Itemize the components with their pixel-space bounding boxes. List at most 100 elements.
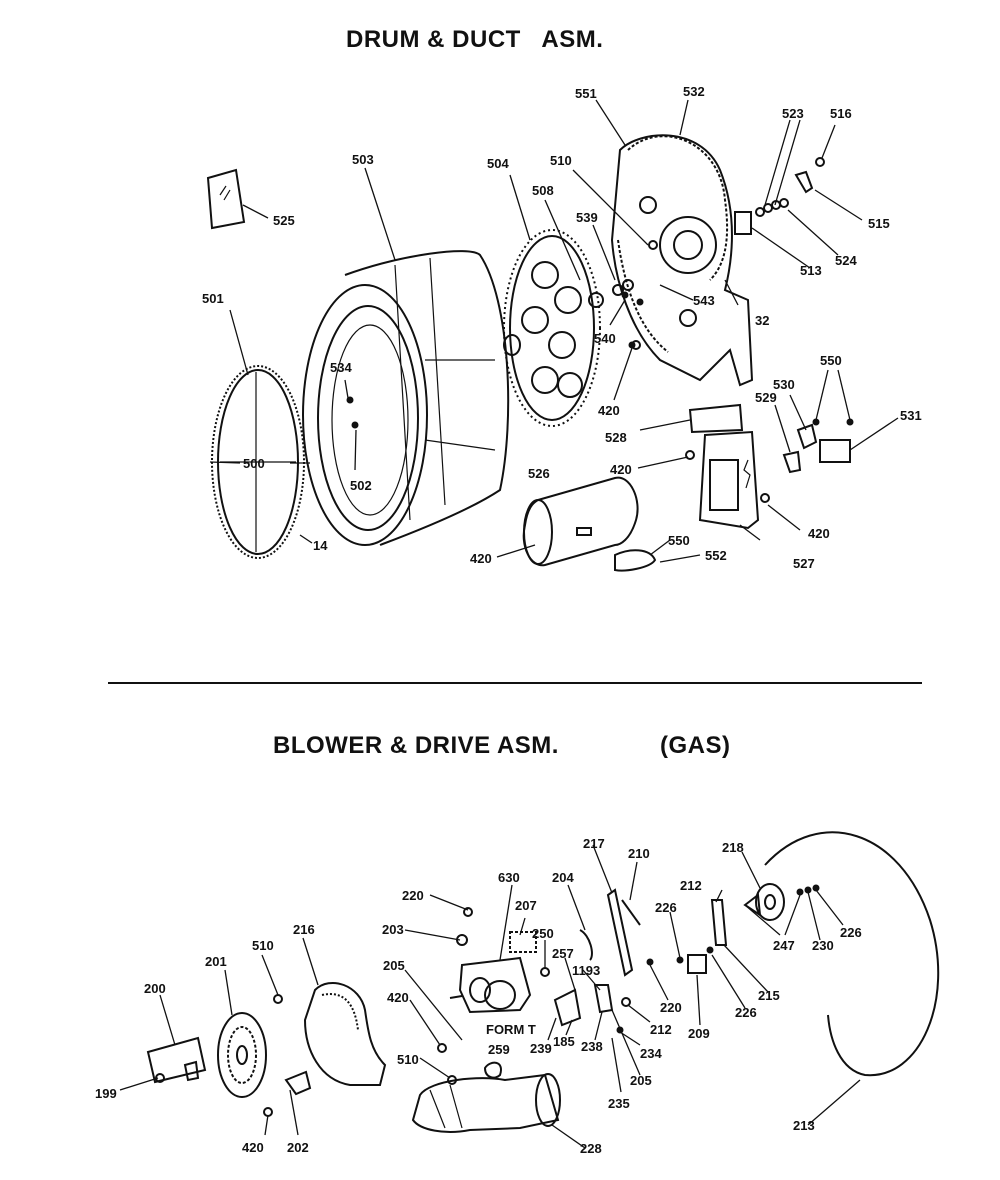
part-259 bbox=[483, 1061, 502, 1079]
label-238: 238 bbox=[581, 1039, 603, 1054]
label-501: 501 bbox=[202, 291, 224, 306]
label-420: 420 bbox=[470, 551, 492, 566]
label-228: 228 bbox=[580, 1141, 602, 1156]
label-527: 527 bbox=[793, 556, 815, 571]
part-228-duct bbox=[411, 1073, 561, 1133]
label-420: 420 bbox=[598, 403, 620, 418]
label-550: 550 bbox=[820, 353, 842, 368]
label-540: 540 bbox=[594, 331, 616, 346]
part-209 bbox=[687, 954, 707, 974]
drum-small-parts bbox=[621, 157, 854, 503]
label-526: 526 bbox=[528, 466, 550, 481]
label-226: 226 bbox=[735, 1005, 757, 1020]
label-217: 217 bbox=[583, 836, 605, 851]
label-247: 247 bbox=[773, 938, 795, 953]
label-202: 202 bbox=[287, 1140, 309, 1155]
drum-part-labels: 551 532 523 516 503 504 510 508 525 539 … bbox=[202, 84, 922, 571]
label-550: 550 bbox=[668, 533, 690, 548]
blower-small-parts bbox=[263, 884, 820, 1117]
label-207: 207 bbox=[515, 898, 537, 913]
label-534: 534 bbox=[330, 360, 352, 375]
section-title-blower-drive: BLOWER & DRIVE ASM. bbox=[273, 732, 559, 759]
part-213-belt bbox=[764, 831, 940, 1077]
label-516: 516 bbox=[830, 106, 852, 121]
part-532-front-panel bbox=[610, 134, 754, 387]
label-215: 215 bbox=[758, 988, 780, 1003]
label-14: 14 bbox=[313, 538, 328, 553]
label-630: 630 bbox=[498, 870, 520, 885]
label-199: 199 bbox=[95, 1086, 117, 1101]
label-531: 531 bbox=[900, 408, 922, 423]
part-630-motor bbox=[449, 956, 532, 1014]
label-510: 510 bbox=[397, 1052, 419, 1067]
part-527-housing bbox=[698, 430, 760, 530]
label-503: 503 bbox=[352, 152, 374, 167]
drum-duct-assembly: 551 532 523 516 503 504 510 508 525 539 … bbox=[202, 84, 922, 572]
part-210 bbox=[621, 899, 641, 926]
part-1193 bbox=[593, 984, 614, 1014]
label-420: 420 bbox=[610, 462, 632, 477]
part-528-bracket bbox=[688, 403, 744, 434]
label-420: 420 bbox=[808, 526, 830, 541]
label-204: 204 bbox=[552, 870, 574, 885]
label-239: 239 bbox=[530, 1041, 552, 1056]
label-220: 220 bbox=[402, 888, 424, 903]
part-200-bracket bbox=[146, 1036, 207, 1084]
label-500: 500 bbox=[243, 456, 265, 471]
label-504: 504 bbox=[487, 156, 509, 171]
label-532: 532 bbox=[683, 84, 705, 99]
label-523: 523 bbox=[782, 106, 804, 121]
label-525: 525 bbox=[273, 213, 295, 228]
drum-leader-lines bbox=[209, 99, 899, 563]
blower-drive-assembly: 217 210 218 630 204 212 220 207 226 216 … bbox=[95, 831, 940, 1156]
label-213: 213 bbox=[793, 1118, 815, 1133]
label-257: 257 bbox=[552, 946, 574, 961]
label-420: 420 bbox=[387, 990, 409, 1005]
label-203: 203 bbox=[382, 922, 404, 937]
part-204 bbox=[579, 929, 593, 961]
label-216: 216 bbox=[293, 922, 315, 937]
part-525-bag bbox=[206, 168, 246, 230]
label-234: 234 bbox=[640, 1046, 662, 1061]
part-552 bbox=[614, 549, 657, 572]
blower-leader-lines bbox=[119, 844, 861, 1149]
part-503-drum bbox=[302, 250, 510, 546]
part-212 bbox=[710, 899, 728, 946]
section-variant-gas: (GAS) bbox=[660, 732, 731, 759]
label-210: 210 bbox=[628, 846, 650, 861]
label-539: 539 bbox=[576, 210, 598, 225]
label-530: 530 bbox=[773, 377, 795, 392]
label-32: 32 bbox=[755, 313, 769, 328]
section-title-drum-duct: DRUM & DUCT ASM. bbox=[346, 26, 604, 53]
label-200: 200 bbox=[144, 981, 166, 996]
part-504-bulkhead bbox=[503, 229, 604, 427]
part-218-pulley bbox=[743, 883, 785, 921]
label-529: 529 bbox=[755, 390, 777, 405]
part-201-blower-wheel bbox=[217, 1012, 267, 1098]
label-226: 226 bbox=[840, 925, 862, 940]
label-552: 552 bbox=[705, 548, 727, 563]
label-185: 185 bbox=[553, 1034, 575, 1049]
label-form-t: FORM T bbox=[486, 1022, 536, 1037]
label-513: 513 bbox=[800, 263, 822, 278]
part-202 bbox=[284, 1070, 312, 1096]
label-220: 220 bbox=[660, 1000, 682, 1015]
part-207 bbox=[509, 931, 537, 953]
part-185 bbox=[553, 988, 582, 1027]
label-218: 218 bbox=[722, 840, 744, 855]
label-205: 205 bbox=[383, 958, 405, 973]
label-235: 235 bbox=[608, 1096, 630, 1111]
label-502: 502 bbox=[350, 478, 372, 493]
label-212: 212 bbox=[650, 1022, 672, 1037]
label-543: 543 bbox=[693, 293, 715, 308]
label-250: 250 bbox=[532, 926, 554, 941]
label-524: 524 bbox=[835, 253, 857, 268]
label-528: 528 bbox=[605, 430, 627, 445]
part-526-cylinder bbox=[522, 476, 639, 567]
label-205: 205 bbox=[630, 1073, 652, 1088]
label-508: 508 bbox=[532, 183, 554, 198]
label-420: 420 bbox=[242, 1140, 264, 1155]
part-217-arm bbox=[606, 888, 634, 977]
label-510: 510 bbox=[252, 938, 274, 953]
